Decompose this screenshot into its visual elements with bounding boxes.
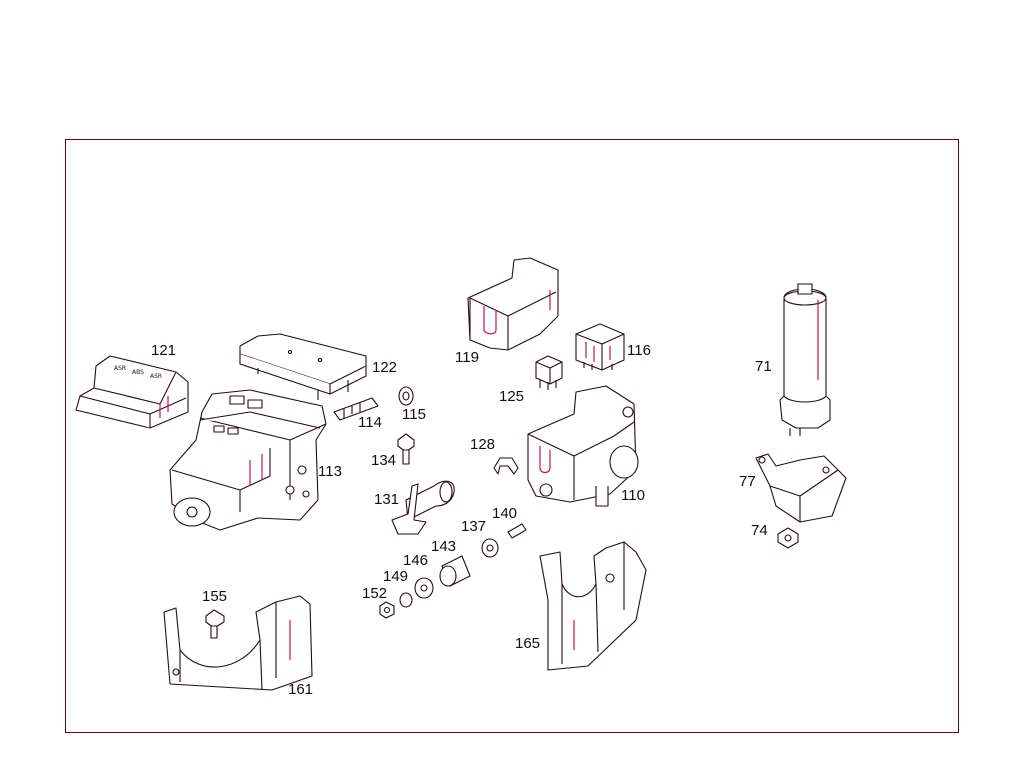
callout-113: 113 — [318, 463, 342, 480]
callout-131: 131 — [374, 491, 400, 508]
callout-115: 115 — [402, 406, 426, 423]
cover-text-3: ASR — [150, 373, 162, 380]
part-134-bolt[interactable] — [397, 433, 415, 465]
callout-128: 128 — [470, 436, 496, 453]
callout-110: 110 — [621, 487, 645, 504]
callout-121: 121 — [151, 342, 177, 359]
cover-text-1: ASR — [114, 365, 126, 372]
part-113-hydraulic-unit[interactable] — [169, 389, 327, 531]
part-114-valve[interactable] — [333, 397, 379, 421]
part-128-clip[interactable] — [493, 457, 519, 475]
part-71-accumulator[interactable] — [779, 283, 831, 436]
diagram-frame — [65, 139, 959, 733]
part-110-pump-unit[interactable] — [527, 385, 639, 507]
callout-134: 134 — [371, 452, 397, 469]
part-121-cover[interactable]: ASR ABS ASR — [75, 355, 189, 429]
part-74-nut[interactable] — [777, 527, 799, 549]
part-137-bushing[interactable] — [481, 538, 499, 558]
callout-114: 114 — [358, 414, 382, 431]
callout-165: 165 — [515, 635, 541, 652]
part-77-bracket[interactable] — [755, 453, 847, 523]
part-116-relay[interactable] — [575, 323, 625, 371]
cover-text-2: ABS — [132, 369, 144, 376]
part-122-plate[interactable] — [239, 333, 367, 400]
callout-137: 137 — [461, 518, 487, 535]
part-143-sleeve[interactable] — [439, 555, 471, 587]
part-152-nut[interactable] — [379, 601, 395, 619]
callout-77: 77 — [739, 473, 756, 490]
callout-149: 149 — [383, 568, 409, 585]
callout-122: 122 — [372, 359, 398, 376]
part-161-bracket[interactable] — [163, 595, 313, 691]
callout-74: 74 — [751, 522, 768, 539]
callout-146: 146 — [403, 552, 429, 569]
part-131-bracket[interactable] — [391, 480, 455, 535]
callout-152: 152 — [362, 585, 388, 602]
part-125-relay[interactable] — [535, 355, 563, 390]
callout-140: 140 — [492, 505, 518, 522]
part-165-bracket[interactable] — [539, 541, 647, 671]
callout-143: 143 — [431, 538, 457, 555]
callout-155: 155 — [202, 588, 228, 605]
callout-125: 125 — [499, 388, 525, 405]
part-155-bolt[interactable] — [205, 609, 225, 639]
callout-71: 71 — [755, 358, 772, 375]
part-140-pin[interactable] — [507, 523, 527, 539]
part-115-plug[interactable] — [398, 386, 414, 406]
part-146-washer[interactable] — [414, 577, 434, 599]
callout-119: 119 — [455, 349, 479, 366]
callout-116: 116 — [627, 342, 651, 359]
callout-161: 161 — [288, 681, 314, 698]
part-149-ring[interactable] — [399, 592, 413, 608]
part-119-cover[interactable] — [467, 257, 559, 351]
